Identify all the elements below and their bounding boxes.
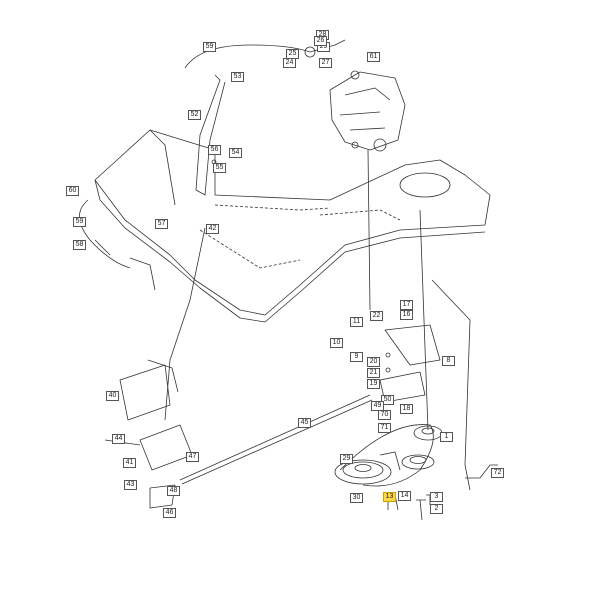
part-callout-42: 42 <box>206 224 219 234</box>
engine-pulley <box>334 451 401 485</box>
idler-pulley-small <box>413 425 443 441</box>
part-callout-2: 2 <box>430 504 443 514</box>
part-callout-71: 71 <box>378 423 391 433</box>
part-callout-30: 30 <box>350 493 363 503</box>
part-callout-1: 1 <box>440 432 453 442</box>
part-callout-19: 19 <box>367 379 380 389</box>
chassis-frame <box>94 129 491 323</box>
part-callout-21: 21 <box>367 368 380 378</box>
part-callout-41: 41 <box>123 458 136 468</box>
vbelt <box>339 424 434 487</box>
part-callout-45: 45 <box>298 418 311 428</box>
part-callout-22: 22 <box>370 311 383 321</box>
part-callout-26: 26 <box>314 36 327 46</box>
part-callout-53: 53 <box>231 72 244 82</box>
part-callout-52: 52 <box>188 110 201 120</box>
part-callout-55: 55 <box>213 163 226 173</box>
part-callout-40: 40 <box>106 391 119 401</box>
part-callout-59: 59 <box>73 217 86 227</box>
part-callout-18: 18 <box>400 404 413 414</box>
idler-bracket <box>379 324 441 403</box>
part-callout-17: 17 <box>400 300 413 310</box>
part-callout-11: 11 <box>350 317 363 327</box>
left-cable <box>79 199 156 291</box>
part-callout-8: 8 <box>442 356 455 366</box>
part-callout-24: 24 <box>283 58 296 68</box>
part-callout-72: 72 <box>491 468 504 478</box>
part-callout-14: 14 <box>398 491 411 501</box>
part-callout-49: 49 <box>371 401 384 411</box>
part-callout-3: 3 <box>430 492 443 502</box>
control-rods <box>164 149 471 466</box>
part-callout-47: 47 <box>186 452 199 462</box>
part-callout-9: 9 <box>350 352 363 362</box>
part-callout-58: 58 <box>73 240 86 250</box>
part-callout-54: 54 <box>229 148 242 158</box>
part-callout-70: 70 <box>378 410 391 420</box>
part-callout-61: 61 <box>367 52 380 62</box>
part-callout-29: 29 <box>340 454 353 464</box>
lift-lever <box>195 74 226 196</box>
part-callout-59: 59 <box>203 42 216 52</box>
part-callout-13: 13 <box>383 492 396 502</box>
part-callout-44: 44 <box>112 434 125 444</box>
part-callout-60: 60 <box>66 186 79 196</box>
part-callout-43: 43 <box>124 480 137 490</box>
idler-pulley-large <box>401 454 435 470</box>
part-callout-20: 20 <box>367 357 380 367</box>
part-callout-10: 10 <box>330 338 343 348</box>
part-callout-57: 57 <box>155 219 168 229</box>
part-callout-16: 16 <box>400 310 413 320</box>
part-callout-48: 48 <box>167 486 180 496</box>
part-callout-56: 56 <box>208 145 221 155</box>
rod-72 <box>464 464 498 491</box>
part-callout-50: 50 <box>381 395 394 405</box>
part-callout-46: 46 <box>163 508 176 518</box>
drive-belt-rod <box>179 394 373 485</box>
part-callout-27: 27 <box>319 58 332 68</box>
transmission-unit <box>329 71 406 152</box>
